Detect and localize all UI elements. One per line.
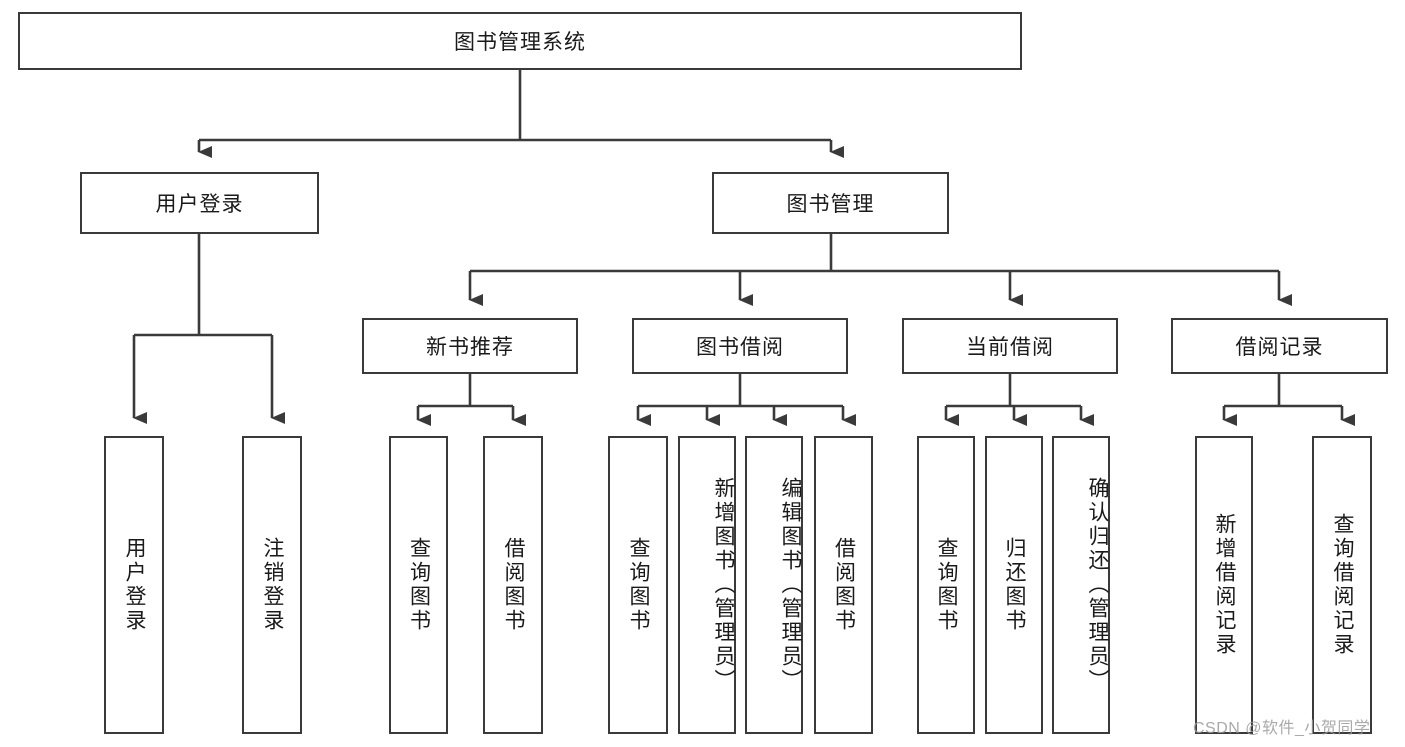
- node-current-borrow[interactable]: 当前借阅: [902, 318, 1118, 374]
- leaf-record-query-record[interactable]: 查询借阅记录: [1312, 436, 1372, 734]
- leaf-current-confirm-return-admin[interactable]: 确认归还（管理员）: [1052, 436, 1110, 734]
- node-user-login[interactable]: 用户登录: [80, 172, 319, 234]
- leaf-borrow-add-book-admin[interactable]: 新增图书（管理员）: [678, 436, 736, 734]
- leaf-user-login-signout[interactable]: 注销登录: [242, 436, 302, 734]
- leaf-borrow-edit-book-admin[interactable]: 编辑图书（管理员）: [745, 436, 803, 734]
- leaf-user-login-signin[interactable]: 用户登录: [104, 436, 164, 734]
- node-label: 确认归还（管理员）: [1086, 477, 1109, 693]
- csdn-watermark: CSDN @软件_小贺同学: [1193, 720, 1371, 737]
- node-label: 新书推荐: [426, 336, 514, 359]
- node-label: 查询图书: [407, 537, 431, 633]
- node-label: 借阅图书: [832, 537, 856, 633]
- node-label: 归还图书: [1003, 537, 1027, 633]
- leaf-current-return-book[interactable]: 归还图书: [985, 436, 1043, 734]
- leaf-current-query-book[interactable]: 查询图书: [917, 436, 975, 734]
- leaf-borrow-query-book[interactable]: 查询图书: [608, 436, 668, 734]
- node-label: 查询图书: [627, 537, 651, 633]
- node-label: 编辑图书（管理员）: [779, 477, 802, 693]
- node-label: 当前借阅: [966, 336, 1054, 359]
- node-label: 图书借阅: [696, 336, 784, 359]
- node-label: 借阅图书: [502, 537, 526, 633]
- node-root-library-system[interactable]: 图书管理系统: [18, 12, 1022, 70]
- node-label: 查询图书: [935, 537, 959, 633]
- node-label: 图书管理系统: [454, 31, 586, 54]
- leaf-recommend-borrow-book[interactable]: 借阅图书: [483, 436, 543, 734]
- node-label: 图书管理: [786, 193, 875, 216]
- leaf-borrow-borrow-book[interactable]: 借阅图书: [814, 436, 873, 734]
- node-book-management[interactable]: 图书管理: [712, 172, 949, 234]
- node-label: 注销登录: [261, 537, 285, 633]
- node-new-book-recommend[interactable]: 新书推荐: [362, 318, 578, 374]
- node-label: 用户登录: [123, 537, 147, 633]
- node-book-borrow[interactable]: 图书借阅: [632, 318, 848, 374]
- node-label: 查询借阅记录: [1331, 513, 1355, 657]
- node-label: 新增借阅记录: [1213, 513, 1237, 657]
- leaf-record-add-record[interactable]: 新增借阅记录: [1195, 436, 1253, 734]
- node-label: 借阅记录: [1235, 336, 1324, 359]
- node-label: 用户登录: [155, 193, 244, 216]
- node-borrow-record[interactable]: 借阅记录: [1171, 318, 1388, 374]
- node-label: 新增图书（管理员）: [712, 477, 735, 693]
- leaf-recommend-query-book[interactable]: 查询图书: [389, 436, 448, 734]
